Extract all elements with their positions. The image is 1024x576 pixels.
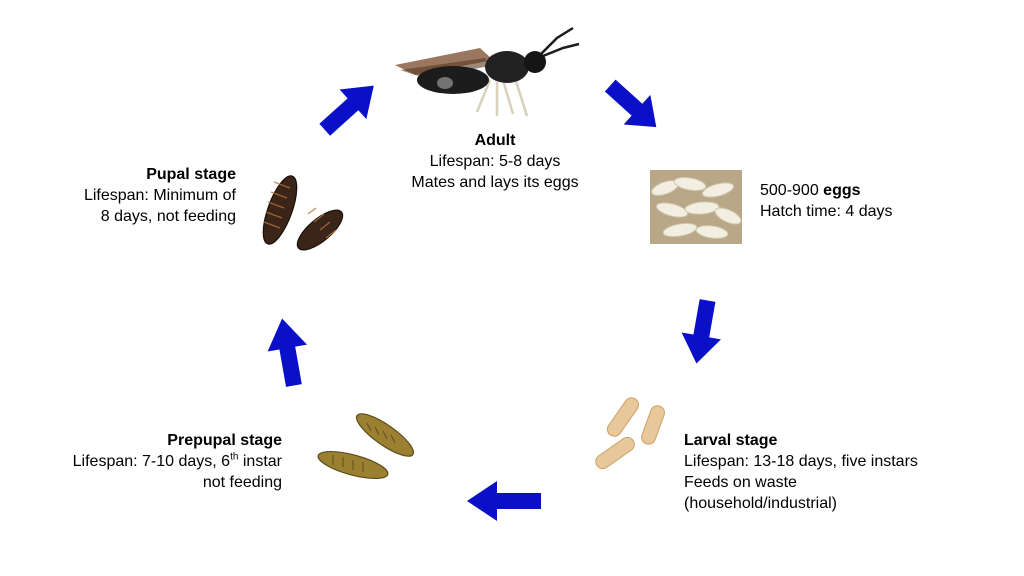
prepupal-lifespan-instar: instar	[238, 453, 282, 470]
pupae-image	[262, 175, 344, 251]
adult-label: Adult Lifespan: 5-8 days Mates and lays …	[390, 130, 600, 193]
larval-feeding: Feeds on waste	[684, 474, 797, 491]
larvae-image	[595, 397, 665, 470]
pupal-note: 8 days, not feeding	[100, 208, 236, 225]
arrow-adult-to-eggs	[604, 79, 657, 128]
eggs-image	[650, 170, 742, 244]
prepupal-label: Prepupal stage Lifespan: 7-10 days, 6th …	[40, 430, 282, 493]
arrow-prepupal-to-pupal	[267, 318, 308, 387]
pupal-title: Pupal stage	[146, 166, 236, 183]
adult-note: Mates and lays its eggs	[411, 174, 579, 191]
prepupal-lifespan: Lifespan: 7-10 days, 6th instar	[40, 451, 282, 472]
eggs-label: 500-900 eggs Hatch time: 4 days	[760, 180, 960, 222]
pupal-lifespan: Lifespan: Minimum of	[83, 187, 236, 204]
larval-waste-type: (household/industrial)	[684, 495, 837, 512]
prepupal-lifespan-text: Lifespan: 7-10 days, 6	[72, 453, 231, 470]
eggs-count: 500-900	[760, 182, 819, 199]
prepupal-note: not feeding	[202, 474, 282, 491]
eggs-word: eggs	[823, 182, 861, 199]
adult-lifespan: Lifespan: 5-8 days	[429, 153, 561, 170]
larval-title: Larval stage	[684, 432, 778, 449]
eggs-hatch-time: Hatch time: 4 days	[760, 203, 893, 220]
pupal-label: Pupal stage Lifespan: Minimum of 8 days,…	[40, 164, 236, 227]
arrow-larval-to-prepupal	[467, 481, 541, 521]
adult-title: Adult	[474, 132, 516, 149]
prepupal-title: Prepupal stage	[167, 432, 282, 449]
arrow-eggs-to-larval	[681, 299, 722, 364]
prepupal-lifespan-sup: th	[230, 451, 239, 463]
arrow-pupal-to-adult	[319, 85, 374, 136]
larval-label: Larval stage Lifespan: 13-18 days, five …	[684, 430, 984, 514]
prepupae-image	[317, 413, 415, 480]
adult-fly-image	[395, 26, 580, 117]
larval-lifespan: Lifespan: 13-18 days, five instars	[684, 453, 918, 470]
